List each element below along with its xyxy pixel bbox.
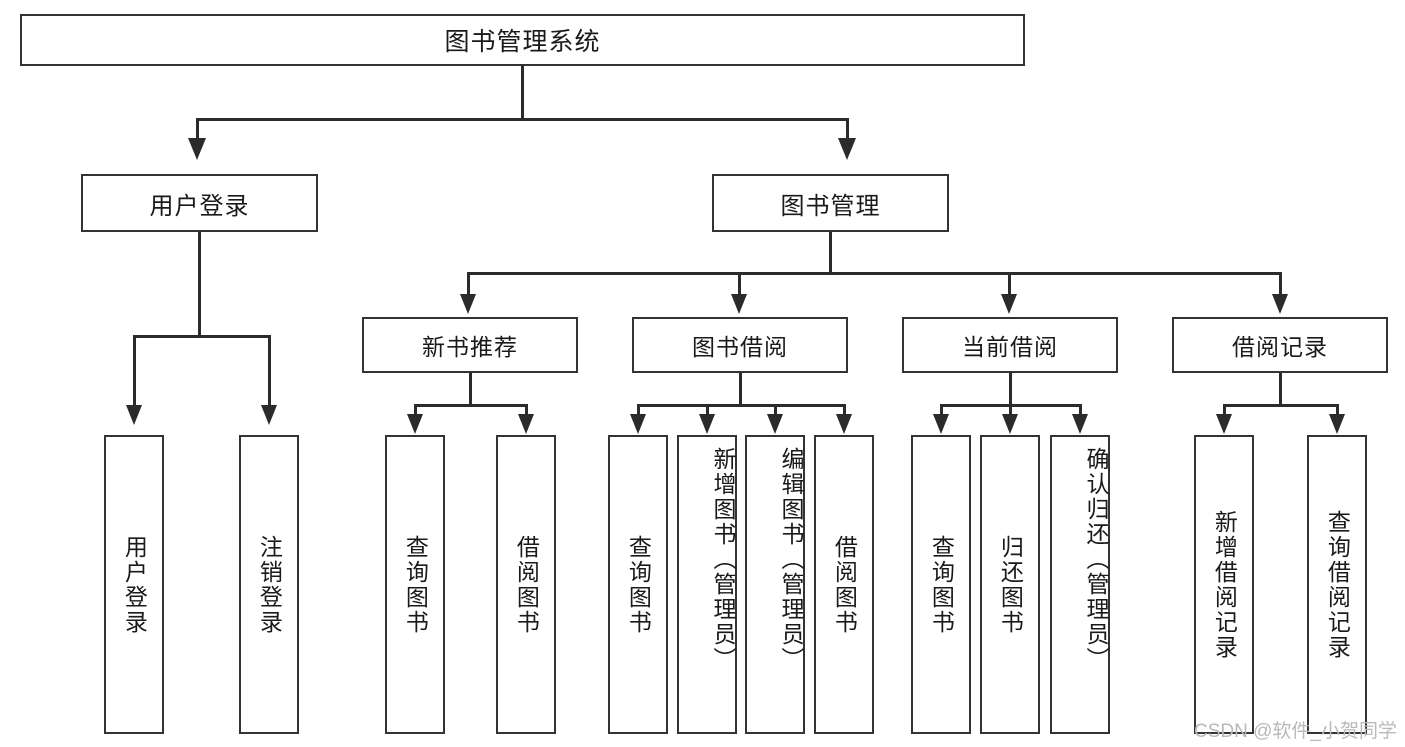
arrowhead-user-login-leaf-2	[261, 405, 277, 425]
leaf-book-borrow-add-book-admin[interactable]: 新增图书（管理员）	[677, 435, 737, 734]
arrowhead-borrow-record-leaf-2	[1329, 414, 1345, 434]
connector-book-borrow-leaf-3	[774, 404, 777, 416]
node-borrow-record[interactable]: 借阅记录	[1172, 317, 1388, 373]
connector-user-login-bus	[133, 335, 268, 338]
connector-book-borrow-leaf-2	[706, 404, 709, 416]
connector-current-borrow-leaf-3	[1079, 404, 1082, 416]
arrowhead-bm-current-borrow	[1001, 294, 1017, 314]
arrowhead-bm-borrow-record	[1272, 294, 1288, 314]
leaf-borrow-record-query-record[interactable]: 查询借阅记录	[1307, 435, 1367, 734]
connector-user-login-stem	[198, 232, 201, 335]
connector-book-management-bus	[467, 272, 1279, 275]
arrowhead-new-book-leaf-1	[407, 414, 423, 434]
node-root-book-management-system[interactable]: 图书管理系统	[20, 14, 1025, 66]
arrowhead-to-book-management	[838, 138, 856, 160]
connector-user-login-to-leaf-2	[268, 335, 271, 407]
arrowhead-book-borrow-leaf-2	[699, 414, 715, 434]
connector-root-to-book-management	[846, 118, 849, 140]
node-book-borrow[interactable]: 图书借阅	[632, 317, 848, 373]
connector-borrow-record-leaf-2	[1336, 404, 1339, 416]
connector-bm-to-new-book	[467, 272, 470, 296]
leaf-new-book-borrow-book[interactable]: 借阅图书	[496, 435, 556, 734]
arrowhead-bm-new-book	[460, 294, 476, 314]
connector-bm-to-borrow-record	[1279, 272, 1282, 296]
connector-current-borrow-leaf-1	[940, 404, 943, 416]
leaf-borrow-record-add-record[interactable]: 新增借阅记录	[1194, 435, 1254, 734]
arrowhead-new-book-leaf-2	[518, 414, 534, 434]
connector-current-borrow-stem	[1009, 373, 1012, 404]
connector-new-book-bus	[414, 404, 525, 407]
leaf-user-login-login[interactable]: 用户登录	[104, 435, 164, 734]
node-user-login[interactable]: 用户登录	[81, 174, 318, 232]
connector-book-borrow-bus	[637, 404, 843, 407]
connector-user-login-to-leaf-1	[133, 335, 136, 407]
connector-new-book-stem	[469, 373, 472, 404]
arrowhead-book-borrow-leaf-4	[836, 414, 852, 434]
leaf-book-borrow-borrow-book[interactable]: 借阅图书	[814, 435, 874, 734]
connector-book-borrow-leaf-4	[843, 404, 846, 416]
connector-book-borrow-stem	[739, 373, 742, 404]
connector-borrow-record-bus	[1223, 404, 1336, 407]
node-new-book-recommend[interactable]: 新书推荐	[362, 317, 578, 373]
arrowhead-borrow-record-leaf-1	[1216, 414, 1232, 434]
arrowhead-bm-book-borrow	[731, 294, 747, 314]
leaf-current-borrow-confirm-return-admin[interactable]: 确认归还（管理员）	[1050, 435, 1110, 734]
node-current-borrow[interactable]: 当前借阅	[902, 317, 1118, 373]
connector-borrow-record-leaf-1	[1223, 404, 1226, 416]
connector-root-bus	[196, 118, 848, 121]
arrowhead-user-login-leaf-1	[126, 405, 142, 425]
leaf-current-borrow-query-book[interactable]: 查询图书	[911, 435, 971, 734]
arrowhead-book-borrow-leaf-1	[630, 414, 646, 434]
leaf-user-login-logout[interactable]: 注销登录	[239, 435, 299, 734]
node-book-management[interactable]: 图书管理	[712, 174, 949, 232]
arrowhead-current-borrow-leaf-3	[1072, 414, 1088, 434]
arrowhead-book-borrow-leaf-3	[767, 414, 783, 434]
connector-current-borrow-leaf-2	[1009, 404, 1012, 416]
connector-borrow-record-stem	[1279, 373, 1282, 404]
connector-bm-to-book-borrow	[738, 272, 741, 296]
connector-book-management-stem	[829, 232, 832, 272]
connector-new-book-leaf-1	[414, 404, 417, 416]
leaf-book-borrow-query-book[interactable]: 查询图书	[608, 435, 668, 734]
leaf-current-borrow-return-book[interactable]: 归还图书	[980, 435, 1040, 734]
arrowhead-to-user-login	[188, 138, 206, 160]
leaf-book-borrow-edit-book-admin[interactable]: 编辑图书（管理员）	[745, 435, 805, 734]
connector-root-stem	[521, 66, 524, 118]
connector-new-book-leaf-2	[525, 404, 528, 416]
connector-book-borrow-leaf-1	[637, 404, 640, 416]
connector-root-to-user-login	[196, 118, 199, 140]
connector-bm-to-current-borrow	[1008, 272, 1011, 296]
leaf-new-book-query-book[interactable]: 查询图书	[385, 435, 445, 734]
arrowhead-current-borrow-leaf-1	[933, 414, 949, 434]
arrowhead-current-borrow-leaf-2	[1002, 414, 1018, 434]
